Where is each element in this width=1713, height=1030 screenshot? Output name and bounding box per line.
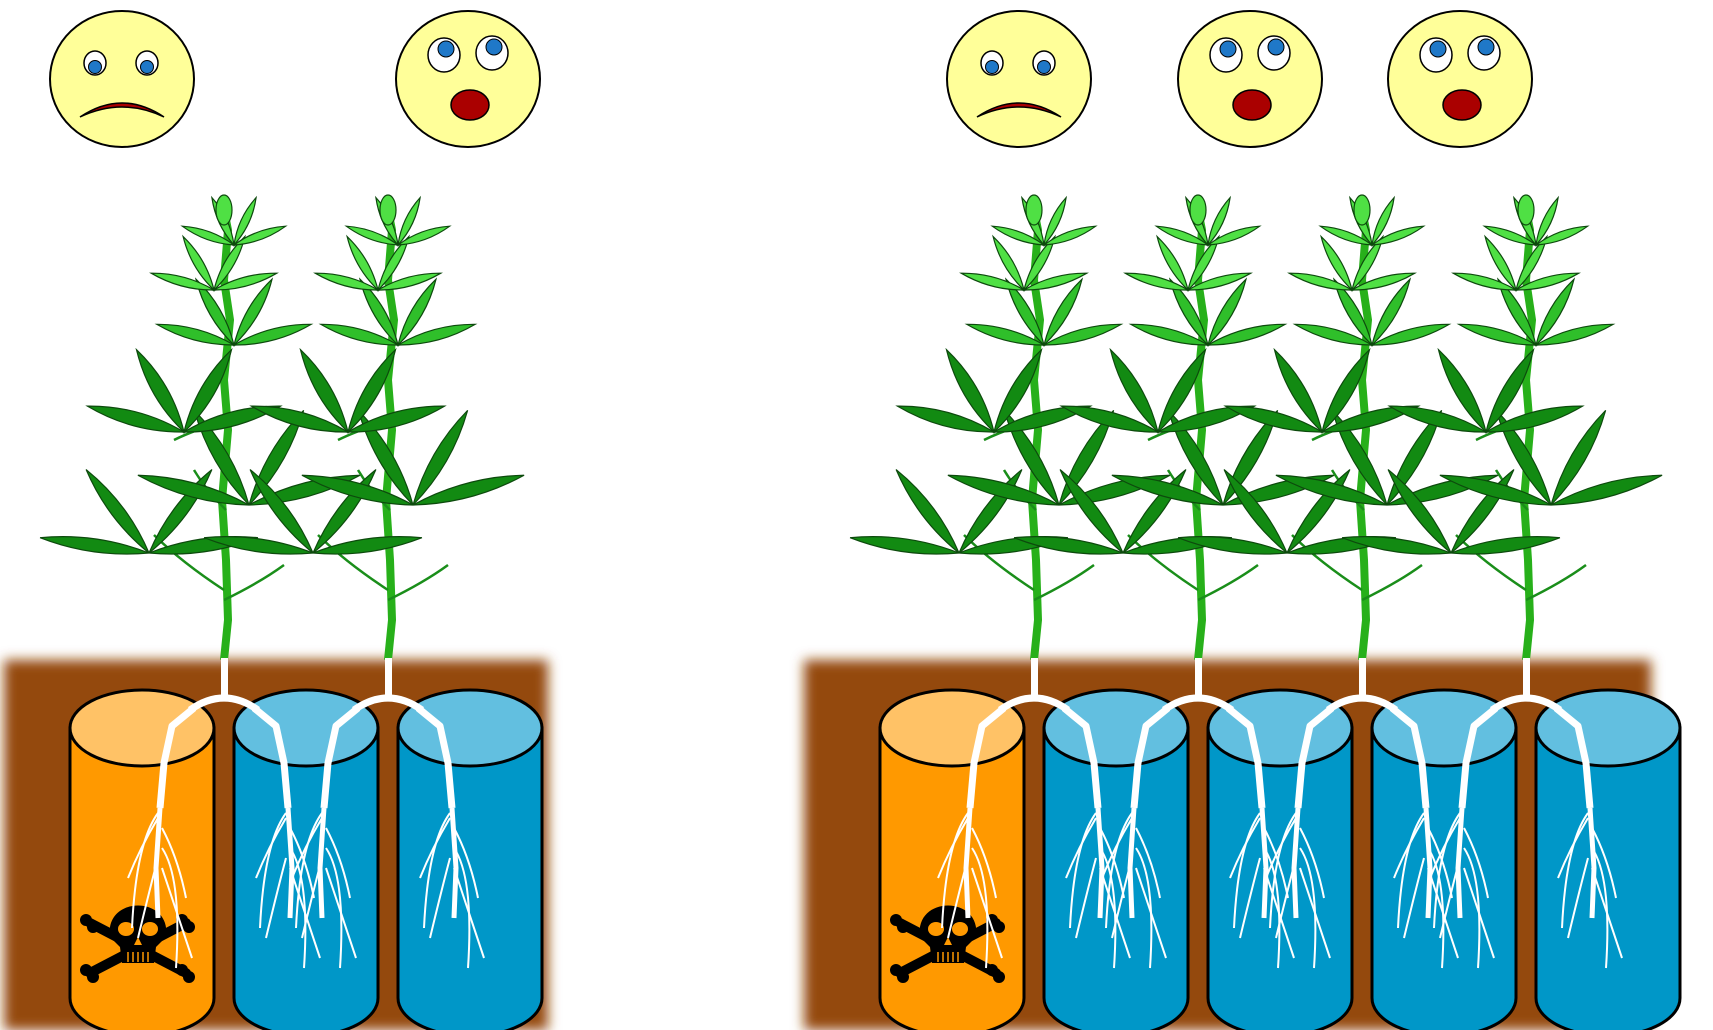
stem-base: [1523, 658, 1530, 698]
container-top: [234, 690, 378, 766]
pupil: [1220, 41, 1236, 57]
pupil: [1268, 39, 1284, 55]
pupil: [89, 61, 102, 74]
face-head: [1388, 11, 1532, 147]
bone-knob: [897, 971, 909, 983]
face-surprised-0-1: [396, 11, 540, 147]
plant-0-0: [40, 195, 360, 698]
plant-1-3: [1342, 195, 1662, 698]
water-container-0-1: [234, 690, 378, 1030]
stem-base: [1031, 658, 1038, 698]
container-body: [234, 728, 378, 1030]
pupil: [1038, 61, 1051, 74]
face-surprised-1-1: [1178, 11, 1322, 147]
plant-0-1: [204, 195, 524, 698]
container-body: [398, 728, 542, 1030]
container-top: [398, 690, 542, 766]
leaf: [850, 537, 959, 554]
leaf: [40, 537, 149, 554]
pupil: [486, 39, 502, 55]
stem-base: [221, 658, 228, 698]
petiole: [224, 565, 284, 600]
bud: [1190, 195, 1206, 225]
bud: [380, 195, 396, 225]
container-top: [1208, 690, 1352, 766]
toxic-container-0-0: [70, 690, 214, 1030]
bone-knob: [993, 971, 1005, 983]
container-body: [1044, 728, 1188, 1030]
bud: [1518, 195, 1534, 225]
container-body: [1536, 728, 1680, 1030]
pupil: [141, 61, 154, 74]
water-container-0-2: [398, 690, 542, 1030]
container-body: [880, 728, 1024, 1030]
skull-eye: [142, 922, 158, 936]
stem-base: [385, 658, 392, 698]
face-head: [396, 11, 540, 147]
petiole: [1362, 565, 1422, 600]
container-top: [70, 690, 214, 766]
plant-1-1: [1014, 195, 1334, 698]
container-body: [70, 728, 214, 1030]
bone-knob: [897, 921, 909, 933]
stem-base: [1195, 658, 1202, 698]
petiole: [1034, 565, 1094, 600]
pupil: [1430, 41, 1446, 57]
pupil: [438, 41, 454, 57]
stem-base: [1359, 658, 1366, 698]
petiole: [1198, 565, 1258, 600]
water-container-1-1: [1044, 690, 1188, 1030]
petiole: [388, 565, 448, 600]
water-container-1-3: [1372, 690, 1516, 1030]
pupil: [1478, 39, 1494, 55]
container-top: [880, 690, 1024, 766]
bone-knob: [993, 921, 1005, 933]
water-container-1-2: [1208, 690, 1352, 1030]
petiole: [1526, 565, 1586, 600]
bud: [1026, 195, 1042, 225]
faces-layer: [50, 11, 1532, 147]
face-head: [1178, 11, 1322, 147]
water-container-1-4: [1536, 690, 1680, 1030]
face-head: [50, 11, 194, 147]
plants-layer: [40, 195, 1662, 698]
face-head: [947, 11, 1091, 147]
container-top: [1372, 690, 1516, 766]
pupil: [986, 61, 999, 74]
plant-1-0: [850, 195, 1170, 698]
bud: [216, 195, 232, 225]
toxic-container-1-0: [880, 690, 1024, 1030]
bone-knob: [87, 921, 99, 933]
bone-knob: [87, 971, 99, 983]
mouth-open: [1233, 90, 1271, 120]
mouth-open: [451, 90, 489, 120]
container-top: [1536, 690, 1680, 766]
plant-1-2: [1178, 195, 1498, 698]
mouth-open: [1443, 90, 1481, 120]
container-body: [1208, 728, 1352, 1030]
bone-knob: [183, 971, 195, 983]
face-surprised-1-2: [1388, 11, 1532, 147]
bone-knob: [183, 921, 195, 933]
face-sad-0-0: [50, 11, 194, 147]
container-top: [1044, 690, 1188, 766]
bud: [1354, 195, 1370, 225]
face-sad-1-0: [947, 11, 1091, 147]
skull-eye: [952, 922, 968, 936]
container-body: [1372, 728, 1516, 1030]
